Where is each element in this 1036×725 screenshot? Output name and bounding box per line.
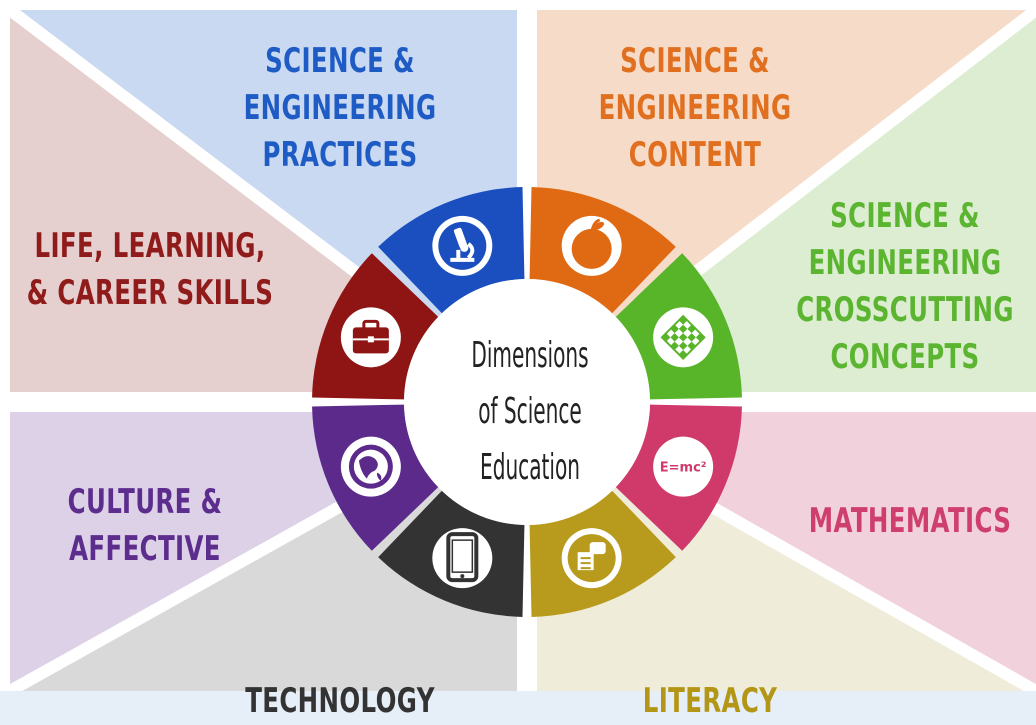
checkered-diamond-icon: [653, 307, 714, 368]
microscope-icon: [432, 215, 493, 276]
label-life: LIFE, LEARNING, & CAREER SKILLS: [26, 226, 274, 313]
apple-icon: [561, 215, 622, 276]
label-literacy: LITERACY: [642, 681, 778, 721]
reading-icon: [561, 528, 622, 589]
label-practices: SCIENCE & ENGINEERING PRACTICES: [243, 41, 437, 175]
label-content: SCIENCE & ENGINEERING CONTENT: [598, 41, 792, 175]
equation-icon: E=mc²: [653, 436, 714, 497]
briefcase-icon: [340, 307, 401, 368]
globe-icon: [340, 436, 401, 497]
label-mathematics: MATHEMATICS: [808, 501, 1012, 541]
dimensions-diagram: E=mc²: [0, 0, 1036, 691]
center-title: Dimensions of Science Education: [471, 335, 589, 488]
label-technology: TECHNOLOGY: [245, 681, 435, 721]
label-crosscutting: SCIENCE & ENGINEERING CROSSCUTTING CONCE…: [796, 196, 1014, 377]
svg-text:E=mc²: E=mc²: [660, 461, 707, 476]
center-circle: [404, 279, 650, 525]
tablet-icon: [432, 528, 493, 589]
label-culture: CULTURE & AFFECTIVE: [67, 482, 223, 569]
